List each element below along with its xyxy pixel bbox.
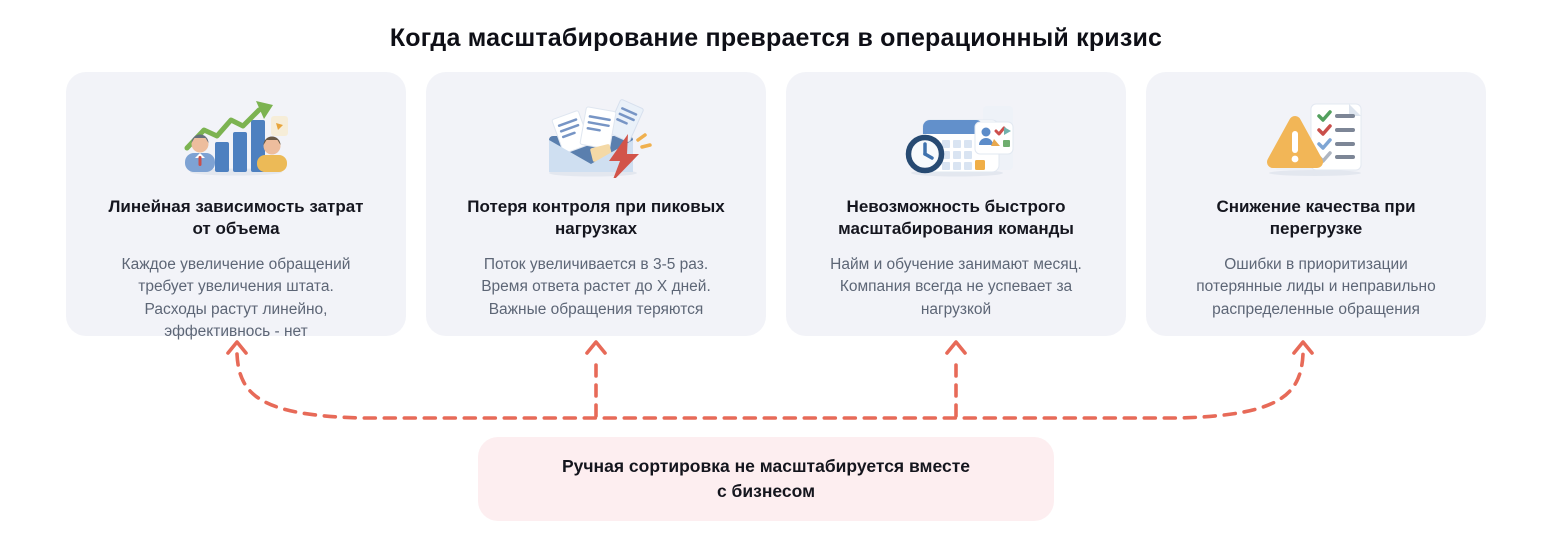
problem-cards-row: Линейная зависимость затрат от объема Ка… [66, 72, 1486, 340]
card-team-scaling: Невозможность быстрого масштабирования к… [786, 72, 1126, 336]
arrowhead-card-4 [1292, 340, 1314, 355]
arrowhead-card-1 [226, 340, 248, 355]
card-body: Поток увеличивается в 3-5 раз. Время отв… [481, 255, 711, 318]
card-quality-drop: Снижение качества при перегрузке Ошибки … [1146, 72, 1486, 336]
root-cause-label: Ручная сортировка не масштабируется вмес… [561, 455, 971, 501]
card-title: Снижение качества при перегрузке [1216, 197, 1416, 239]
card-peak-load-control: Потеря контроля при пиковых нагрузках По… [426, 72, 766, 336]
card-title: Линейная зависимость затрат от объема [108, 197, 364, 239]
card-title: Потеря контроля при пиковых нагрузках [467, 197, 725, 239]
growth-chart-icon [84, 94, 388, 178]
root-cause-box: Ручная сортировка не масштабируется вмес… [478, 437, 1054, 521]
arrowhead-card-2 [585, 340, 607, 355]
card-title: Невозможность быстрого масштабирования к… [838, 197, 1074, 239]
card-linear-costs: Линейная зависимость затрат от объема Ка… [66, 72, 406, 340]
card-body: Ошибки в приоритизации потерянные лиды и… [1196, 255, 1436, 318]
arrowhead-card-3 [945, 340, 967, 355]
calendar-clock-icon [804, 94, 1108, 178]
warning-checklist-icon [1164, 94, 1468, 178]
overloaded-inbox-icon [444, 94, 748, 178]
card-body: Найм и обучение занимают месяц. Компания… [830, 255, 1082, 318]
card-body: Каждое увеличение обращений требует увел… [121, 255, 351, 340]
page-title: Когда масштабирование преврается в опера… [389, 24, 1163, 52]
